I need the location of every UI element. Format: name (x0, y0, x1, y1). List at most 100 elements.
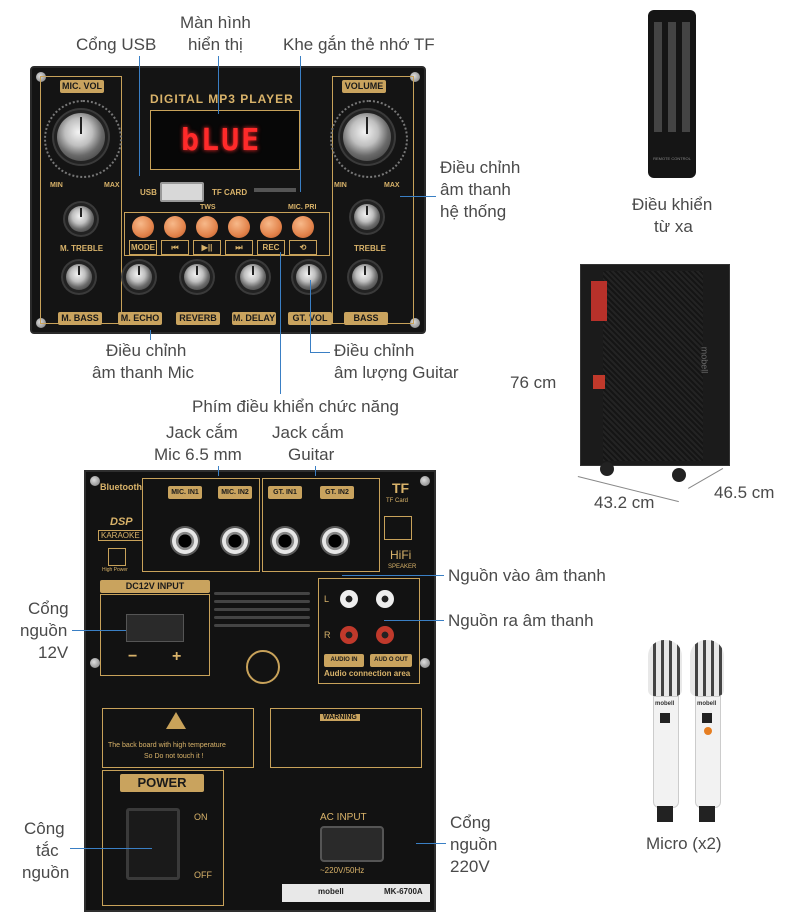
connector-line (218, 466, 219, 476)
connector-line (310, 280, 311, 352)
callout-guitar-jack-1: Jack cắm (272, 423, 344, 442)
mic-screen (660, 713, 670, 723)
callout-guitar-adj-1: Điều chỉnh (334, 341, 415, 360)
mic-head (648, 640, 682, 696)
mode-label: MODE (129, 240, 157, 255)
display-text: bLUE (181, 123, 262, 158)
gt-in1-jack[interactable] (270, 526, 300, 556)
mic-body: mobell (653, 696, 679, 808)
mic-brand: mobell (697, 701, 717, 707)
connector-line (280, 252, 281, 394)
rec-button[interactable] (260, 216, 282, 238)
remote-control: REMOTE CONTROL (648, 10, 696, 178)
mic-in1-tag: MIC. IN1 (168, 486, 202, 499)
connector-line (300, 56, 301, 192)
callout-switch-1: Công (24, 819, 65, 838)
dsp-chip-icon (384, 516, 412, 540)
callout-mic-jack-2: Mic 6.5 mm (154, 445, 242, 464)
panel-title: DIGITAL MP3 PLAYER (150, 92, 294, 106)
reverb-knob[interactable] (184, 264, 210, 290)
audio-out-l[interactable] (376, 590, 394, 608)
m-bass-knob[interactable] (66, 264, 92, 290)
ac-socket[interactable] (320, 826, 384, 862)
screw (420, 658, 430, 668)
mic-base (699, 806, 715, 822)
power-switch[interactable] (126, 808, 180, 880)
warning-triangle-icon (166, 712, 186, 729)
m-treble-knob[interactable] (68, 206, 94, 232)
callout-system-2: âm thanh (440, 180, 511, 199)
gt-in1-tag: GT. IN1 (268, 486, 302, 499)
m-delay-knob[interactable] (240, 264, 266, 290)
mic-in1-jack[interactable] (170, 526, 200, 556)
connector-line (70, 848, 152, 849)
screw (90, 658, 100, 668)
wheel (672, 468, 686, 482)
power-tag: POWER (120, 774, 204, 792)
reverb-tag: REVERB (176, 312, 220, 325)
bass-knob[interactable] (352, 264, 378, 290)
connector-line (384, 620, 444, 621)
back-panel: Bluetooth DSP KARAOKE High Power MIC. IN… (84, 470, 436, 912)
tf-card-logo: TF Card (386, 498, 409, 504)
dc-terminal[interactable] (126, 614, 184, 642)
gt-in2-jack[interactable] (320, 526, 350, 556)
high-power-icon (108, 548, 126, 566)
callout-display-1: Màn hình (180, 13, 251, 32)
off-label: OFF (194, 870, 212, 880)
audio-connection-frame (318, 578, 420, 684)
next-button[interactable] (228, 216, 250, 238)
vent (214, 624, 310, 627)
callout-tf-slot: Khe gắn thẻ nhớ TF (283, 35, 435, 54)
callout-mic-adj-1: Điều chỉnh (106, 341, 187, 360)
callout-ac-1: Cổng (450, 813, 491, 832)
treble-knob[interactable] (354, 204, 380, 230)
dc-input-tag: DC12V INPUT (100, 580, 210, 593)
play-pause-button[interactable] (196, 216, 218, 238)
mic-head (690, 640, 724, 696)
tf-card-label: TF CARD (212, 188, 248, 197)
button-frame (124, 212, 330, 256)
min-label: MIN (334, 182, 347, 189)
prev-button[interactable] (164, 216, 186, 238)
mode-button[interactable] (132, 216, 154, 238)
mic-in2-jack[interactable] (220, 526, 250, 556)
connector-line (310, 352, 330, 353)
mic-in2-tag: MIC. IN2 (218, 486, 252, 499)
mic-screen (702, 713, 712, 723)
bass-tag: BASS (344, 312, 388, 325)
screw (410, 318, 420, 328)
m-echo-knob[interactable] (126, 264, 152, 290)
callout-system-1: Điều chỉnh (440, 158, 521, 177)
mic-pri-label: MIC. PRI (288, 204, 317, 211)
volume-knob[interactable] (343, 113, 391, 161)
vent (214, 600, 310, 603)
screw (410, 72, 420, 82)
heat-warning-text-1: The back board with high temperature (108, 742, 226, 749)
audio-in-l[interactable] (340, 590, 358, 608)
guitar-jack-frame (262, 478, 380, 572)
audio-out-r[interactable] (376, 626, 394, 644)
mic-base (657, 806, 673, 822)
tf-slot[interactable] (254, 188, 296, 192)
connector-line (315, 466, 316, 476)
callout-dc-3: 12V (38, 643, 69, 662)
callout-func-keys: Phím điều khiển chức năng (192, 397, 400, 416)
mic-vol-scale (44, 100, 122, 178)
audio-in-r[interactable] (340, 626, 358, 644)
usb-port[interactable] (160, 182, 204, 202)
gt-vol-knob[interactable] (296, 264, 322, 290)
ac-input-label: AC INPUT (320, 812, 367, 823)
repeat-button[interactable] (292, 216, 314, 238)
minus-label: − (128, 648, 138, 665)
screw (90, 476, 100, 486)
mic-body: mobell (695, 696, 721, 808)
screw (420, 476, 430, 486)
vent (214, 592, 310, 595)
power-frame (102, 770, 224, 906)
max-label: MAX (104, 182, 120, 189)
mic-vol-knob[interactable] (57, 113, 105, 161)
microphone: mobell (690, 640, 724, 824)
high-power-label: High Power (102, 567, 128, 573)
shock-label: WARNING (320, 714, 360, 721)
